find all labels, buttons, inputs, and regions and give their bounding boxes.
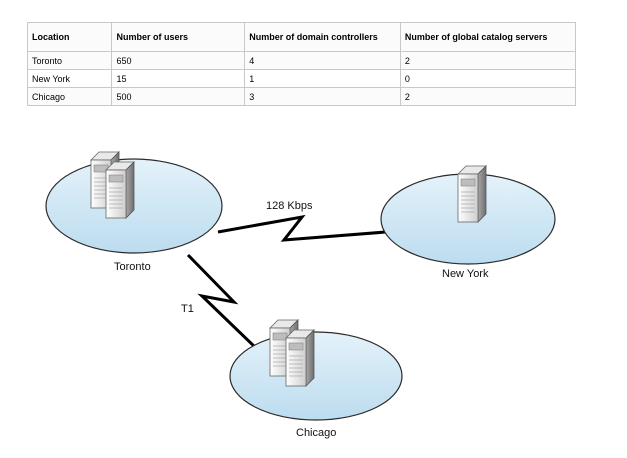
site-chicago-ellipse — [229, 331, 403, 421]
table-cell: New York — [26, 69, 113, 88]
table-cell: 0 — [399, 69, 577, 88]
link-label-128-kbps: 128 Kbps — [266, 200, 313, 212]
header-number-of-domain-controllers: Number of domain controllers — [244, 22, 401, 52]
site-info-table: Location Number of users Number of domai… — [26, 22, 577, 106]
server-icon — [457, 165, 487, 223]
site-label-new-york: New York — [442, 268, 489, 280]
header-number-of-global-catalog-servers: Number of global catalog servers — [399, 22, 577, 52]
site-label-toronto: Toronto — [114, 261, 151, 273]
table-row: New York 15 1 0 — [26, 69, 577, 88]
table-cell: 2 — [399, 51, 577, 70]
link-toronto-chicago — [186, 253, 258, 350]
table-cell: 2 — [399, 87, 577, 106]
network-site-diagram: Toronto New York Chicago 128 Kbps T1 — [45, 151, 556, 439]
table-header-row: Location Number of users Number of domai… — [26, 22, 577, 52]
table-row: Toronto 650 4 2 — [26, 51, 577, 70]
table-cell: 1 — [244, 69, 401, 88]
link-toronto-new-york — [217, 214, 387, 242]
table-cell: 650 — [111, 51, 246, 70]
table-cell: 500 — [111, 87, 246, 106]
table-cell: 4 — [244, 51, 401, 70]
server-icon — [105, 161, 135, 219]
table-cell: Chicago — [26, 87, 113, 106]
header-location: Location — [26, 22, 113, 52]
server-icon — [285, 329, 315, 387]
table-cell: Toronto — [26, 51, 113, 70]
site-label-chicago: Chicago — [296, 427, 336, 439]
table-cell: 15 — [111, 69, 246, 88]
header-number-of-users: Number of users — [111, 22, 246, 52]
link-label-t1: T1 — [181, 303, 194, 315]
table-row: Chicago 500 3 2 — [26, 87, 577, 106]
table-cell: 3 — [244, 87, 401, 106]
